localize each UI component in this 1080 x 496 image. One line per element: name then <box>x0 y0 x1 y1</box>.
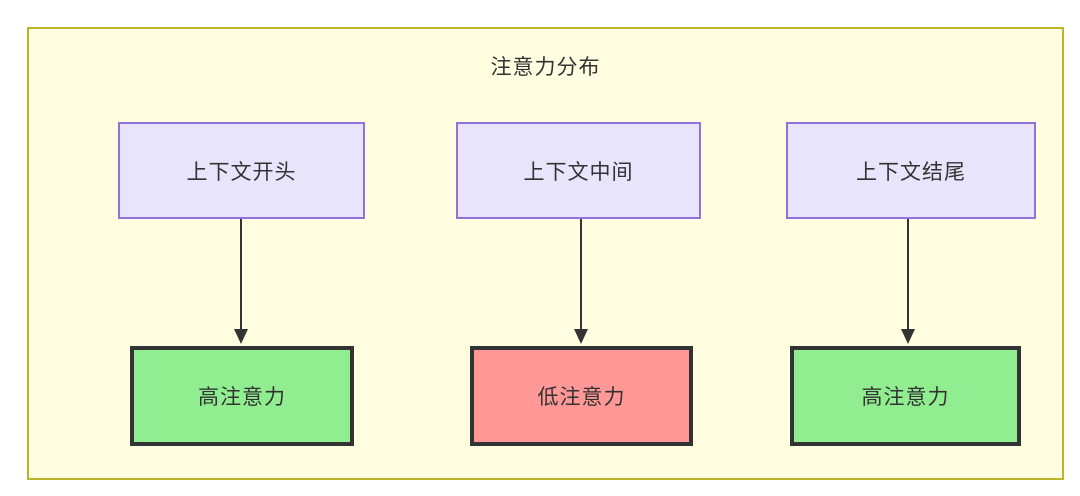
diagram-container: 注意力分布 上下文开头 上下文中间 上下文结尾 高注意力 低注意力 高注意力 <box>27 27 1064 480</box>
node-label: 上下文中间 <box>523 160 634 184</box>
node-context-start[interactable]: 上下文开头 <box>118 122 365 219</box>
arrow-context-start-to-attention <box>234 219 248 344</box>
node-label: 低注意力 <box>537 386 626 409</box>
node-attention-start[interactable]: 高注意力 <box>130 346 354 446</box>
page-title: 注意力分布 <box>490 56 601 79</box>
node-attention-end[interactable]: 高注意力 <box>790 346 1021 446</box>
arrow-context-middle-to-attention <box>574 219 588 344</box>
node-label: 高注意力 <box>861 386 950 409</box>
node-label: 上下文结尾 <box>856 160 966 184</box>
node-context-end[interactable]: 上下文结尾 <box>786 122 1036 219</box>
node-label: 上下文开头 <box>186 160 297 184</box>
arrow-context-end-to-attention <box>901 219 915 344</box>
node-context-middle[interactable]: 上下文中间 <box>456 122 701 219</box>
node-label: 高注意力 <box>198 386 286 409</box>
node-attention-middle[interactable]: 低注意力 <box>470 346 693 446</box>
